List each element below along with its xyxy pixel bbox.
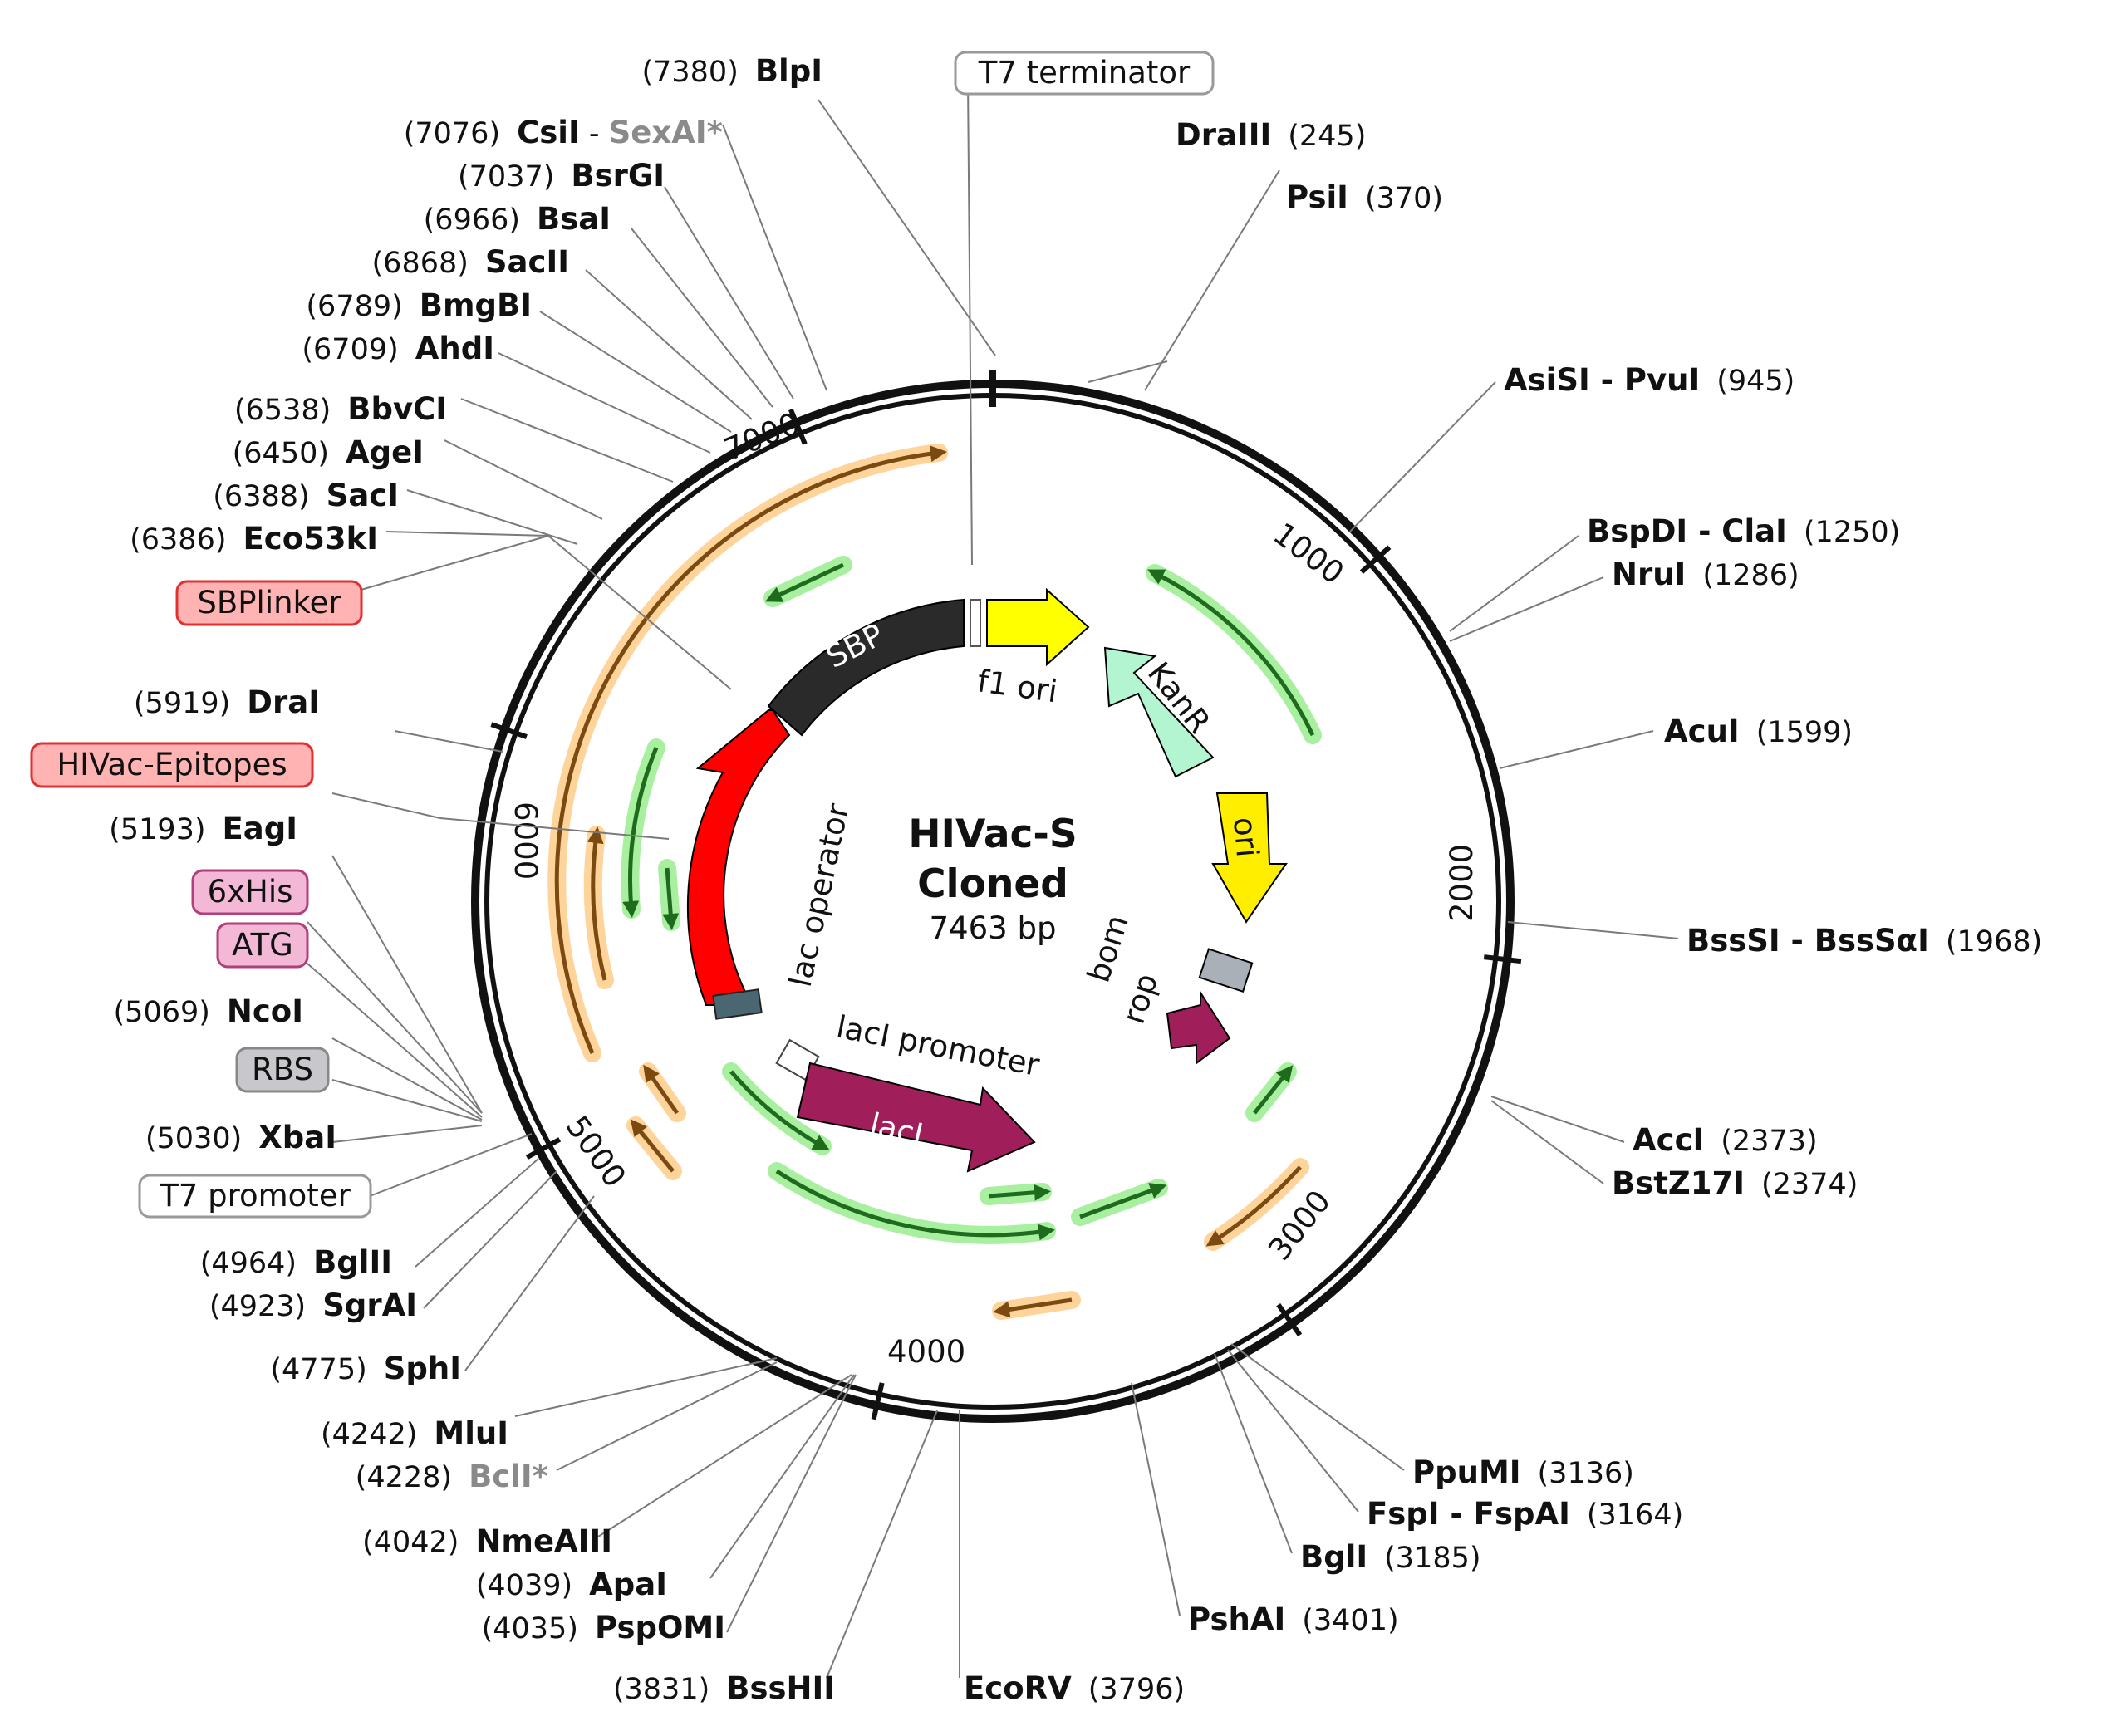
enzyme-label-agei: (6450)AgeI	[233, 434, 424, 470]
plasmid-title-block: HIVac-S Cloned 7463 bp	[908, 812, 1078, 946]
enzyme-label-bsshii: (3831)BssHII	[613, 1670, 835, 1706]
enzyme-label-csii-sexai: (7076)CsiI - SexAI*	[404, 115, 723, 150]
tick-mark-6000	[490, 722, 528, 739]
enzyme-label-bsrgi: (7037)BsrGI	[458, 158, 665, 194]
enzyme-label-xbai: (5030)XbaI	[145, 1120, 336, 1155]
enzyme-label-psii: PsiI(370)	[1286, 179, 1443, 215]
leader-lines	[307, 78, 1679, 1679]
enzyme-label-bglii: (4964)BglII	[200, 1244, 392, 1280]
tick-label-1000: 1000	[1267, 516, 1351, 591]
tick-mark-1000	[1359, 545, 1392, 574]
box-sbplinker: SBPlinker	[175, 580, 363, 626]
tick-mark-5000	[525, 1137, 562, 1160]
box-t7-promoter: T7 promoter	[138, 1174, 372, 1219]
tick-label-6000: 6000	[508, 802, 543, 880]
rop-feature	[1166, 989, 1231, 1065]
ori-feature	[1211, 792, 1288, 924]
boxed-feature-labels: T7 terminator SBPlinker HIVac-Epitopes 6…	[30, 51, 1215, 1219]
hivac-epitopes-feature	[686, 709, 791, 1006]
svg-text:ATG: ATG	[232, 927, 293, 963]
tick-mark-7000	[788, 408, 808, 445]
enzyme-label-pspomi: (4035)PspOMI	[482, 1610, 725, 1645]
svg-text:T7 promoter: T7 promoter	[159, 1178, 351, 1214]
enzyme-label-ecorv: EcoRV(3796)	[964, 1670, 1185, 1706]
svg-text:T7 terminator: T7 terminator	[978, 55, 1191, 91]
tick-mark-3000	[1276, 1302, 1303, 1337]
rop-label: rop	[1116, 969, 1166, 1028]
plasmid-name-line2: Cloned	[917, 861, 1068, 907]
his-tag-feature	[712, 988, 763, 1020]
enzyme-label-draiii: DraIII(245)	[1176, 117, 1366, 153]
box-6xhis: 6xHis	[191, 869, 309, 915]
enzyme-label-pshai: PshAI(3401)	[1188, 1601, 1399, 1637]
f1-ori-label: f1 ori	[975, 663, 1060, 709]
enzyme-label-bgli: BglI(3185)	[1300, 1539, 1481, 1575]
orf-arcs-orange	[547, 444, 1309, 1320]
enzyme-label-bstz17i: BstZ17I(2374)	[1612, 1165, 1858, 1201]
bom-feature	[1198, 948, 1254, 993]
enzyme-label-mlui: (4242)MluI	[321, 1415, 508, 1451]
enzyme-label-nrui: NruI(1286)	[1612, 557, 1799, 592]
kanr-feature	[1103, 646, 1215, 778]
tick-label-2000: 2000	[1444, 844, 1480, 922]
svg-text:SBPlinker: SBPlinker	[197, 585, 341, 620]
enzyme-label-blpi: (7380)BlpI	[641, 53, 822, 89]
enzyme-label-bspdi-clai: BspDI - ClaI(1250)	[1587, 513, 1900, 549]
enzyme-label-sacii: (6868)SacII	[372, 244, 569, 280]
enzyme-label-bsai: (6966)BsaI	[424, 201, 611, 237]
enzyme-label-ahdi: (6709)AhdI	[302, 331, 494, 366]
plasmid-size: 7463 bp	[930, 910, 1057, 946]
enzyme-label-bsssi: BssSI - BssSαI(1968)	[1687, 923, 2042, 959]
enzyme-label-apai: (4039)ApaI	[476, 1567, 667, 1602]
enzyme-label-eagi: (5193)EagI	[109, 811, 297, 846]
svg-text:HIVac-Epitopes: HIVac-Epitopes	[56, 747, 287, 782]
laci-feature	[796, 1062, 1036, 1173]
orf-arcs-green	[621, 556, 1322, 1244]
enzyme-labels-right: DraIII(245) PsiI(370) AsiSI - PvuI(945) …	[964, 117, 2042, 1706]
enzyme-label-eco53ki: (6386)Eco53kI	[130, 521, 378, 557]
plasmid-name-line1: HIVac-S	[908, 812, 1078, 857]
svg-text:RBS: RBS	[252, 1052, 313, 1087]
f1-ori-feature	[986, 587, 1090, 667]
svg-text:6xHis: 6xHis	[208, 874, 293, 910]
enzyme-label-ppumi: PpuMI(3136)	[1412, 1454, 1634, 1490]
tick-marks	[490, 370, 1522, 1420]
enzyme-label-sphi: (4775)SphI	[270, 1351, 461, 1386]
sbp-feature	[767, 598, 965, 737]
enzyme-label-saci: (6388)SacI	[213, 478, 399, 513]
bom-label: bom	[1081, 910, 1136, 986]
enzyme-label-ncoi: (5069)NcoI	[114, 993, 303, 1029]
lac-operator-label: lac operator	[783, 800, 857, 990]
enzyme-label-sgrai: (4923)SgrAI	[209, 1287, 417, 1323]
enzyme-label-fspi: FspI - FspAI(3164)	[1367, 1496, 1683, 1532]
tick-mark-2000	[1483, 954, 1522, 964]
enzyme-label-nmeaiii: (4042)NmeAIII	[362, 1523, 612, 1559]
tick-label-4000: 4000	[887, 1334, 965, 1370]
laci-promoter-label: lacI promoter	[833, 1009, 1043, 1084]
tick-mark-4000	[871, 1382, 885, 1420]
box-atg: ATG	[216, 922, 309, 969]
enzyme-label-bbvci: (6538)BbvCI	[234, 391, 447, 427]
ori-label: ori	[1226, 816, 1265, 859]
enzyme-label-bmgbi: (6789)BmgBI	[306, 287, 532, 323]
enzyme-labels-left: (7380)BlpI (7076)CsiI - SexAI* (7037)Bsr…	[109, 53, 835, 1706]
enzyme-label-acui: AcuI(1599)	[1664, 714, 1853, 749]
box-hivac-epitopes: HIVac-Epitopes	[30, 742, 314, 788]
enzyme-label-acci: AccI(2373)	[1633, 1122, 1818, 1158]
tick-label-7000: 7000	[719, 405, 804, 468]
box-rbs: RBS	[235, 1047, 330, 1093]
enzyme-label-drai: (5919)DraI	[134, 684, 320, 720]
enzyme-label-asisi-pvui: AsiSI - PvuI(945)	[1504, 362, 1795, 398]
t7-terminator-feature	[970, 599, 981, 647]
box-t7-terminator: T7 terminator	[954, 51, 1215, 96]
enzyme-label-bcli: (4228)BclI*	[356, 1459, 548, 1494]
